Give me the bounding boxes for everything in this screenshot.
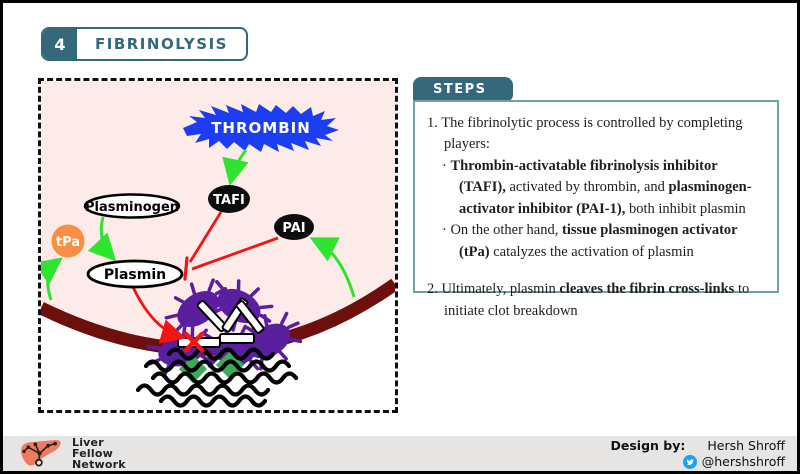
footer-bar: Liver Fellow Network Design by: Hersh Sh… [3, 436, 797, 471]
text-segment: cleaves the fibrin cross-links [559, 281, 735, 298]
brand-line-3: Network [72, 458, 126, 472]
brand-block: Liver Fellow Network [17, 435, 126, 472]
arrow-plasminogen-to-plasmin [87, 216, 117, 262]
brand-name: Liver Fellow Network [72, 435, 126, 472]
fibrinolysis-diagram: THROMBIN TAFI PAI Plasminogen tPa Plasmi… [33, 78, 399, 413]
steps-tab: STEPS [413, 77, 513, 101]
text-segment: 1. The fibrinolytic process is controlle… [427, 115, 743, 153]
tpa-node [51, 224, 85, 258]
page-title: FIBRINOLYSIS [95, 35, 228, 53]
brand-line-1: Liver [72, 435, 104, 449]
text-segment: to initiate clot breakdown [444, 281, 750, 319]
design-by-row: Design by: Hersh Shroff [611, 438, 786, 453]
steps-panel: 1. The fibrinolytic process is controlle… [413, 100, 779, 319]
tpa-label: tPa [56, 235, 80, 250]
inhibition-tafi-plasmin [188, 211, 223, 263]
arrow-thrombin-to-tafi [222, 149, 249, 186]
text-segment: · On the other hand, [442, 222, 562, 239]
collagen-squiggles [135, 347, 299, 408]
cleavage-x-icon [183, 331, 205, 353]
arrow-wall-to-pai [309, 237, 356, 298]
text-segment: tissue plasminogen activator (tPa) [459, 222, 738, 260]
text-segment: Thrombin-activatable fibrinolysis inhibi… [450, 157, 718, 196]
design-by-label: Design by: [610, 438, 686, 453]
fibrin-crosslinks [177, 297, 265, 348]
tafi-label: TAFI [213, 193, 245, 208]
step-bullet-tpa: · On the other hand, tissue plasminogen … [442, 220, 765, 263]
step-bullet-tafi-pai: · Thrombin-activatable fibrinolysis inhi… [442, 156, 765, 220]
designer-name: Hersh Shroff [707, 438, 785, 453]
step-number-badge: 4 [43, 29, 77, 59]
text-segment: activated by thrombin, and [505, 179, 669, 196]
arrow-plasmin-cleaves-fibrin [131, 286, 187, 344]
step-text-1: 1. The fibrinolytic process is controlle… [427, 113, 765, 156]
thrombin-burst [183, 104, 339, 152]
text-segment: plasminogen-activator inhibitor (PAI-1), [459, 179, 752, 217]
twitter-row: @hershshroff [682, 454, 785, 469]
diagram-canvas: THROMBIN TAFI PAI Plasminogen tPa Plasmi… [33, 81, 399, 408]
pai-label: PAI [282, 221, 305, 236]
pai-node [274, 214, 314, 240]
step-text-2: 2. Ultimately, plasmin cleaves the fibri… [427, 279, 765, 322]
twitter-handle: @hershshroff [701, 454, 785, 469]
inhibition-pai-plasmin [191, 236, 279, 271]
plasmin-label: Plasmin [104, 267, 166, 283]
plasminogen-node [83, 193, 181, 219]
inhibition-t-bar [183, 256, 189, 281]
credits-block: Design by: Hersh Shroff @hershshroff [611, 438, 786, 469]
brand-line-2: Fellow [72, 446, 113, 460]
plasmin-node [86, 259, 184, 289]
text-segment: · [442, 157, 451, 174]
text-segment: catalyzes the activation of plasmin [489, 243, 694, 260]
twitter-icon [682, 454, 697, 469]
tafi-node [208, 185, 250, 213]
title-badge: 4 FIBRINOLYSIS [41, 27, 248, 61]
thrombin-label: THROMBIN [211, 119, 311, 137]
liver-fellow-network-logo-icon [20, 439, 61, 467]
text-segment: 2. Ultimately, plasmin [427, 281, 560, 298]
text-segment: both inhibit plasmin [625, 200, 746, 217]
arrow-wall-to-tpa [33, 257, 63, 301]
plasminogen-label: Plasminogen [85, 200, 179, 215]
